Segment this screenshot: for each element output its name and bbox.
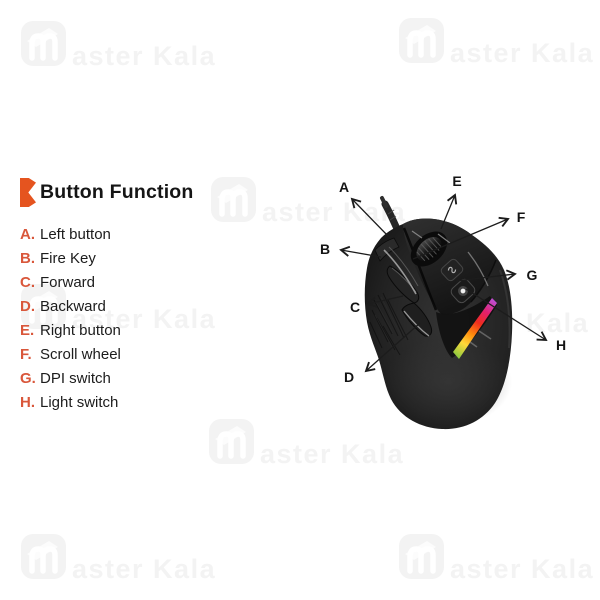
arrow-H bbox=[465, 288, 548, 342]
scroll-wheel bbox=[410, 231, 448, 267]
palm-highlight bbox=[384, 338, 512, 426]
list-item: B. Fire Key bbox=[20, 246, 121, 270]
legend-key: F. bbox=[20, 345, 32, 363]
arrow-F bbox=[412, 216, 510, 260]
light-switch-button bbox=[450, 278, 476, 304]
legend-label: Scroll wheel bbox=[40, 345, 121, 363]
arrow-A bbox=[350, 197, 391, 239]
list-item: A. Left button bbox=[20, 222, 121, 246]
legend-key: A. bbox=[20, 225, 35, 243]
section-heading: Button Function bbox=[20, 178, 194, 207]
list-item: G. DPI switch bbox=[20, 366, 121, 390]
legend-label: Left button bbox=[40, 225, 111, 243]
list-item: F. Scroll wheel bbox=[20, 342, 121, 366]
legend-label: Light switch bbox=[40, 393, 119, 411]
page-title: Button Function bbox=[40, 181, 194, 203]
callout-label-E: E bbox=[452, 173, 462, 189]
arrow-E bbox=[440, 193, 458, 230]
callout-label-B: B bbox=[319, 241, 331, 257]
rgb-light-strip bbox=[453, 298, 497, 359]
fire-key bbox=[374, 237, 400, 262]
callout-label-D: D bbox=[343, 369, 355, 385]
side-streak-highlights bbox=[469, 330, 492, 348]
callout-label-G: G bbox=[526, 267, 538, 283]
legend-key: G. bbox=[20, 369, 36, 387]
legend-key: B. bbox=[20, 249, 35, 267]
callout-label-H: H bbox=[555, 337, 567, 353]
right-rim-light bbox=[499, 269, 511, 349]
callout-arrows bbox=[339, 193, 548, 373]
rear-gloss-panel bbox=[436, 296, 497, 358]
arrow-B bbox=[339, 245, 382, 258]
list-item: H. Light switch bbox=[20, 390, 121, 414]
bracket-icon bbox=[20, 178, 36, 207]
legend-key: H. bbox=[20, 393, 35, 411]
mouse-cable bbox=[380, 196, 402, 235]
deck-seam bbox=[470, 259, 497, 303]
callout-label-A: A bbox=[338, 179, 350, 195]
callout-label-C: C bbox=[349, 299, 361, 315]
arrow-G bbox=[455, 269, 517, 282]
callout-label-F: F bbox=[516, 209, 526, 225]
legend-label: Fire Key bbox=[40, 249, 96, 267]
dpi-switch-button bbox=[440, 258, 464, 282]
legend-label: DPI switch bbox=[40, 369, 111, 387]
